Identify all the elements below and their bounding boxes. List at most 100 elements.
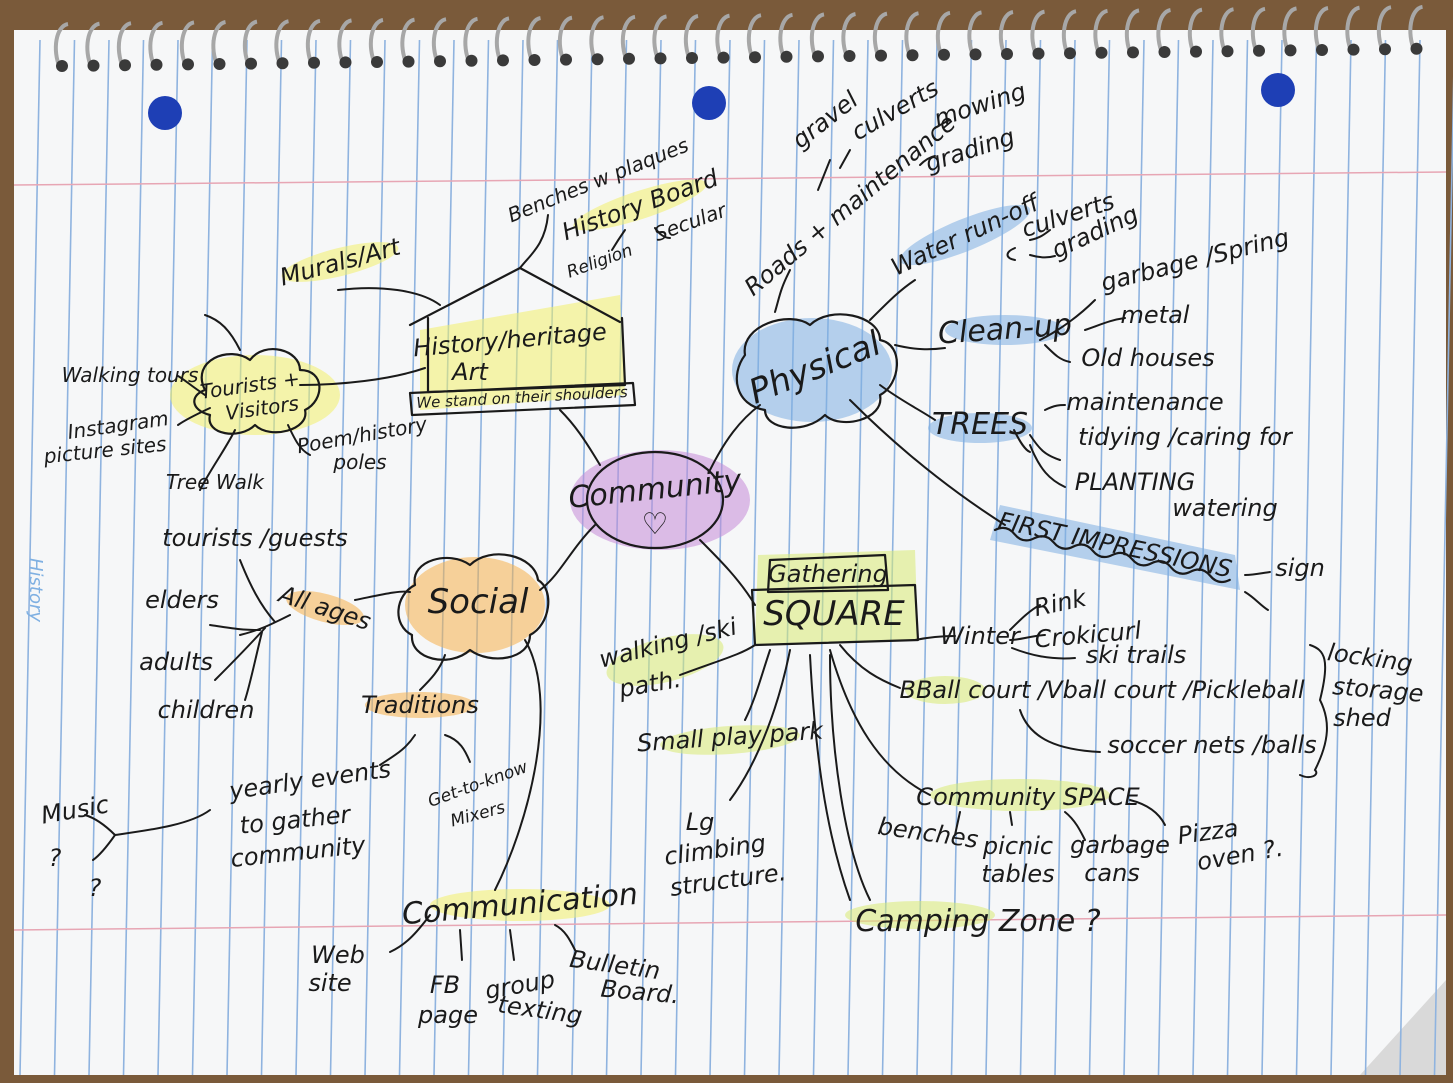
rule-line — [1019, 39, 1042, 1076]
spiral-hole — [969, 48, 982, 61]
spiral-hole — [528, 54, 541, 66]
spiral-hole — [308, 56, 320, 69]
spiral-hole — [1284, 44, 1297, 57]
rule-line — [53, 39, 76, 1076]
spiral-hole — [119, 59, 131, 72]
wavy-underline — [993, 526, 1231, 584]
spiral-hole — [717, 51, 730, 64]
picnic-label: picnic — [982, 832, 1054, 860]
spiral-hole — [1253, 44, 1265, 57]
spiral-hole — [465, 54, 478, 67]
maintenance-label: maintenance — [1066, 388, 1224, 416]
traditions-label: Traditions — [361, 691, 479, 719]
spiral-hole — [1127, 46, 1139, 59]
planting-label: PLANTING — [1074, 468, 1196, 496]
adults-label: adults — [139, 648, 213, 676]
community-circle — [585, 450, 725, 550]
spiral-hole — [654, 52, 667, 65]
website-site-label: site — [308, 969, 352, 997]
margin-line-bottom — [13, 914, 1447, 931]
question-mark-2: ? — [88, 874, 102, 902]
walking-tours-label: Walking tours — [61, 363, 199, 387]
old-houses-label: Old houses — [1081, 344, 1215, 372]
spiral-hole — [875, 49, 887, 62]
rule-line — [295, 39, 317, 1076]
page-corner — [1360, 980, 1446, 1075]
spiral-hole — [87, 59, 100, 72]
spiral-hole — [434, 55, 446, 68]
rule-line — [1433, 76, 1453, 1076]
spiral-hole — [623, 52, 635, 65]
spiral-hole — [150, 58, 163, 71]
rule-line — [88, 39, 110, 1076]
children-label: children — [157, 696, 255, 724]
rule-line — [157, 39, 179, 1076]
storage-label: storage — [1331, 672, 1425, 708]
spiral-hole — [56, 60, 68, 72]
trees-label: TREES — [931, 407, 1029, 442]
rule-line — [1295, 39, 1318, 1076]
rule-line — [122, 39, 145, 1076]
spiral-hole — [213, 58, 226, 70]
social-cloud — [397, 553, 550, 661]
tables-label: tables — [981, 860, 1055, 888]
question-mark-1: ? — [48, 844, 62, 872]
watering-label: watering — [1172, 494, 1278, 522]
rule-line — [398, 39, 421, 1076]
physical-cloud — [735, 313, 898, 429]
spiral-hole — [1410, 42, 1423, 55]
board-label: Board. — [599, 974, 681, 1010]
gathering-label: Gathering — [768, 560, 888, 588]
camping-zone-label: Camping Zone ? — [855, 904, 1101, 939]
rule-line — [1054, 39, 1076, 1076]
rule-line — [950, 39, 973, 1076]
rule-line — [674, 39, 697, 1076]
margin-line-top — [13, 171, 1447, 186]
bball-vball-pickleball-label: BBall court /Vball court /Pickleball — [899, 676, 1305, 704]
spiral-hole — [1316, 44, 1328, 56]
fb-page-label: page — [418, 1001, 478, 1029]
spiral-hole — [276, 57, 289, 70]
spiral-hole — [938, 48, 950, 61]
rule-line — [1364, 39, 1387, 1076]
garbage-label: garbage — [1070, 831, 1170, 859]
spiral-hole — [1095, 46, 1108, 59]
spiral-hole — [245, 57, 257, 70]
rule-line — [260, 39, 283, 1076]
community-space-label: Community SPACE — [916, 783, 1140, 811]
spiral-hole — [591, 53, 604, 66]
heart-icon: ♡ — [641, 507, 669, 542]
spiral-hole — [1001, 48, 1013, 60]
metal-label: metal — [1120, 301, 1190, 329]
history-art-label: Art — [452, 358, 488, 386]
spiral-hole — [749, 51, 761, 64]
highlighter-marks — [170, 179, 1240, 929]
tourists-guests-label: tourists /guests — [162, 524, 348, 552]
spiral-hole — [371, 56, 383, 68]
gathering-box — [766, 553, 890, 594]
spiral-hole — [1032, 47, 1045, 60]
spiral-hole — [686, 52, 698, 64]
rule-line — [1399, 39, 1421, 1076]
spiral-hole — [497, 54, 509, 67]
rule-line — [329, 39, 352, 1076]
rule-line — [19, 39, 41, 1076]
rule-line — [226, 39, 248, 1076]
margin-history-note: History — [25, 557, 46, 623]
tourists-cloud — [193, 348, 321, 435]
spiral-hole — [1347, 43, 1360, 56]
lg-label: Lg — [685, 808, 715, 836]
connector-lines — [84, 119, 1328, 961]
spiral-hole — [780, 50, 793, 63]
ski-trails-label: ski trails — [1085, 641, 1187, 669]
spiral-hole — [1190, 45, 1202, 58]
poles-label: poles — [333, 450, 387, 474]
spiral-hole — [1221, 45, 1234, 58]
rule-line — [191, 39, 214, 1076]
spiral-hole — [182, 58, 194, 71]
shed-label: shed — [1333, 704, 1391, 732]
spiral-hole — [1064, 47, 1076, 60]
soccer-nets-label: soccer nets /balls — [1107, 731, 1317, 759]
cans-label: cans — [1084, 859, 1140, 887]
